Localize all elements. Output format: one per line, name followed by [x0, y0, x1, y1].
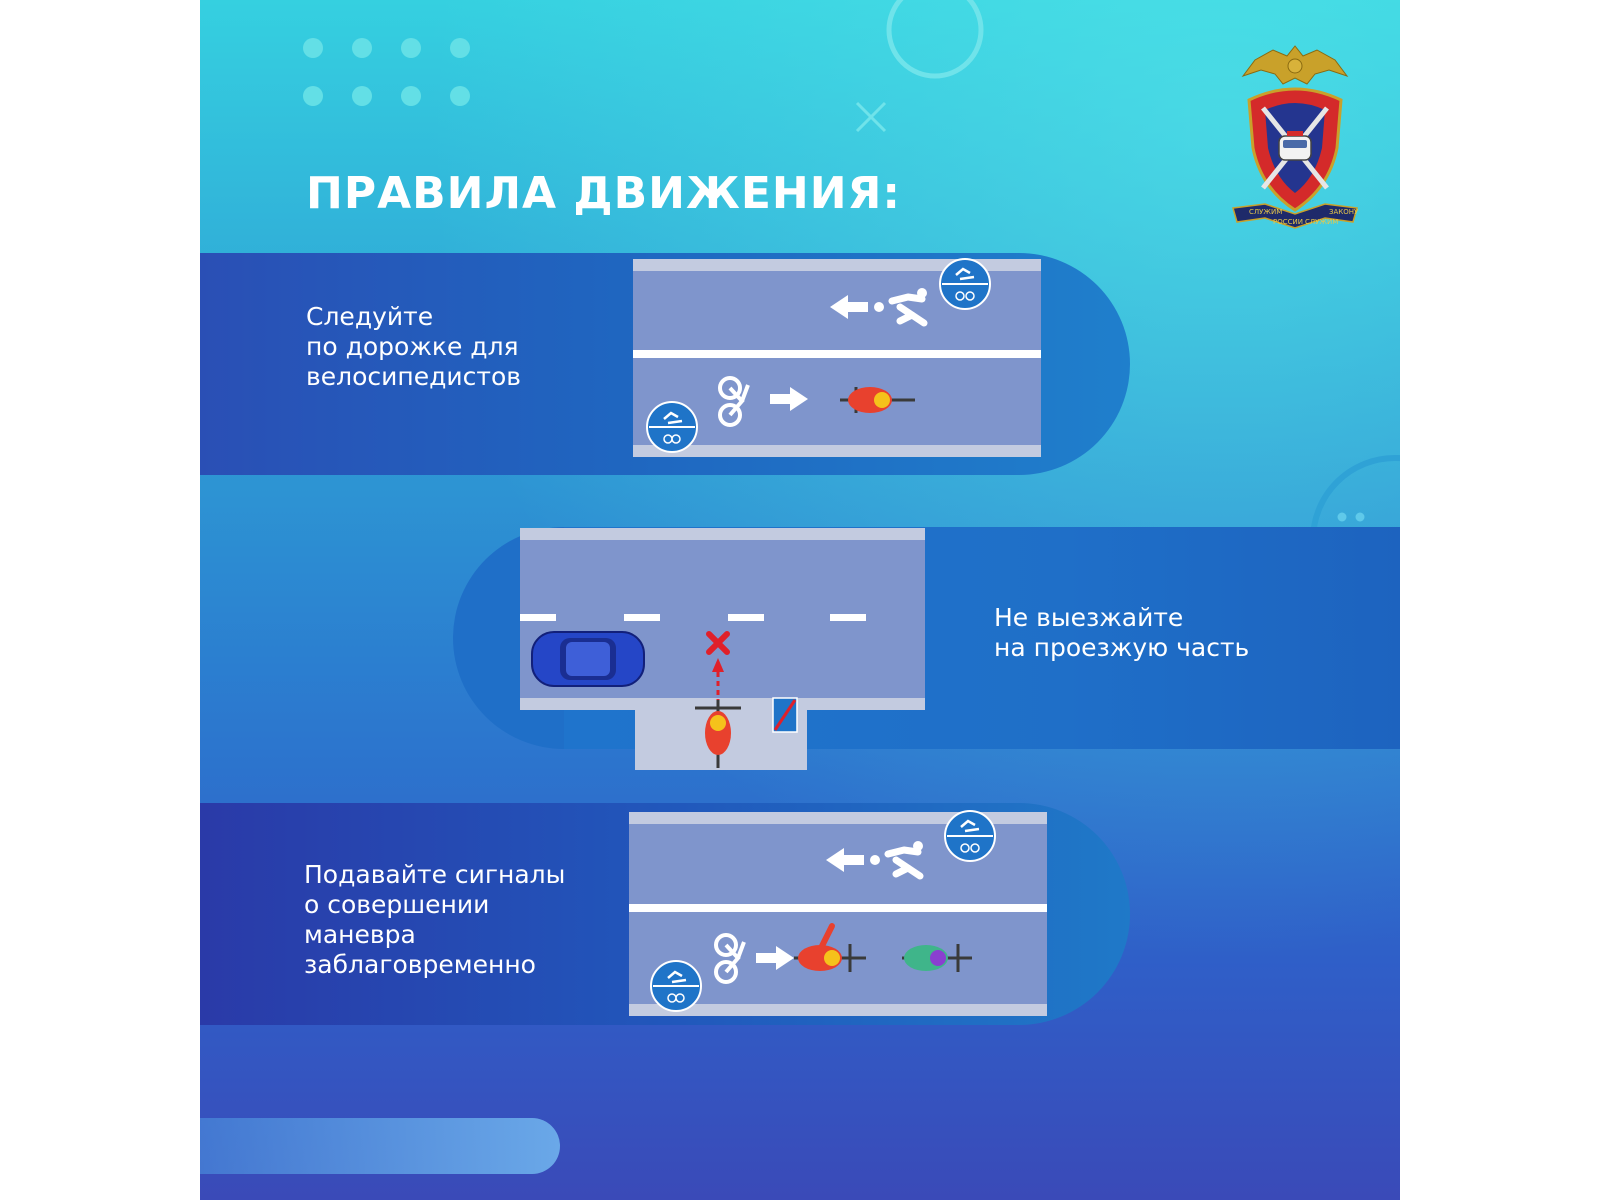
page-title: ПРАВИЛА ДВИЖЕНИЯ: — [306, 168, 901, 219]
emblem-icon: СЛУЖИМ РОССИИ СЛУЖИМ ЗАКОНУ — [1232, 45, 1359, 229]
bicycle-icon — [714, 933, 746, 984]
bicycle-icon — [718, 376, 750, 427]
svg-text:СЛУЖИМ: СЛУЖИМ — [1249, 208, 1282, 216]
pedestrian-icon — [874, 288, 928, 327]
rule-1-text: Следуйте по дорожке для велосипедистов — [306, 302, 521, 391]
car-icon — [531, 631, 645, 687]
decor-pill — [200, 1118, 560, 1174]
shared-path-sign-icon — [646, 401, 698, 453]
svg-text:РОССИИ: РОССИИ — [1273, 218, 1303, 226]
cyclist-icon — [695, 700, 741, 768]
end-of-path-sign-icon — [772, 697, 798, 733]
arrow-left-icon — [826, 848, 864, 872]
svg-text:СЛУЖИМ: СЛУЖИМ — [1305, 218, 1338, 226]
bike-path-illustration-1 — [633, 258, 1041, 457]
shared-path-sign-icon — [650, 960, 702, 1012]
rule-2-text: Не выезжайте на проезжую часть — [994, 603, 1250, 662]
roadway-illustration-2 — [520, 528, 925, 770]
shared-path-sign-icon — [944, 810, 996, 862]
cyclist-icon — [840, 387, 915, 413]
infographic-poster: ПРАВИЛА ДВИЖЕНИЯ: СЛУЖИМ РОССИИ СЛУЖИМ З… — [200, 0, 1400, 1200]
prohibited-icon — [706, 631, 730, 655]
pedestrian-icon — [870, 841, 924, 880]
shared-path-sign-icon — [939, 258, 991, 310]
cyclist-icon — [794, 923, 866, 972]
cyclist-icon — [902, 944, 972, 972]
arrow-left-icon — [830, 295, 868, 319]
decor-cross — [855, 101, 887, 133]
bike-path-illustration-3 — [629, 810, 1047, 1016]
decor-ring — [886, 0, 984, 79]
arrow-right-icon — [770, 387, 808, 411]
arrow-right-icon — [756, 946, 794, 970]
svg-text:ЗАКОНУ: ЗАКОНУ — [1329, 208, 1359, 216]
rule-3-text: Подавайте сигналы о совершении маневра з… — [304, 860, 566, 979]
